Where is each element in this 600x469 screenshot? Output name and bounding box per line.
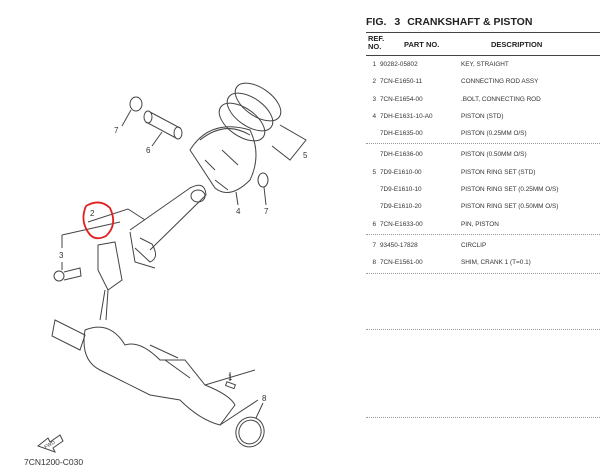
callout-4: 4: [236, 207, 241, 216]
callout-7-right: 7: [264, 207, 269, 216]
table-row: 4 7DH-E1631-10-A0 PISTON (STD): [366, 108, 600, 125]
shim-part: [235, 416, 265, 448]
connecting-rod-part: [61, 184, 207, 269]
part-no-cell: 7CN-E1561-00: [380, 259, 423, 267]
part-no-cell: 90282-05802: [380, 61, 418, 68]
ref-no-cell: 1: [372, 61, 376, 68]
description-cell: PISTON (0.50MM O/S): [461, 151, 527, 159]
parts-list: FIG. 3 CRANKSHAFT & PISTON REF. NO. PART …: [366, 12, 600, 420]
ref-no-cell: 3: [372, 95, 376, 103]
description-cell: .BOLT, CONNECTING ROD: [461, 95, 541, 103]
callout-3: 3: [59, 251, 64, 260]
row-divider: [366, 272, 600, 274]
bolt-part: [53, 262, 82, 282]
row-divider: [366, 416, 600, 418]
ref-no-cell: 7: [372, 241, 376, 249]
part-no-cell: 7D9-E1610-20: [380, 203, 422, 211]
table-row: 6 7CN-E1633-00 PIN, PISTON: [366, 216, 600, 233]
description-cell: CONNECTING ROD ASSY: [461, 78, 539, 86]
table-row: 2 7CN-E1650-11 CONNECTING ROD ASSY: [366, 73, 600, 90]
callout-2: 2: [90, 209, 95, 218]
part-no-header: PART NO.: [404, 40, 440, 49]
callout-8: 8: [262, 394, 267, 403]
callout-6: 6: [146, 146, 151, 155]
key-part: [224, 381, 237, 390]
fwd-label: FWD: [44, 439, 57, 450]
part-no-cell: 7DH-E1636-00: [380, 151, 423, 159]
table-row: 7 93450-17828 CIRCLIP: [366, 237, 600, 254]
ref-no-header: REF. NO.: [368, 34, 385, 51]
exploded-parts-diagram: 7 6 5 4 7 2 3 1 8 FWD 7CN1200-C030: [24, 82, 308, 467]
part-no-cell: 93450-17828: [380, 241, 418, 249]
description-cell: PISTON RING SET (STD): [461, 168, 536, 176]
part-no-cell: 7DH-E1635-00: [380, 130, 423, 138]
table-row: 7D9-E1610-10 PISTON RING SET (0.25MM O/S): [366, 181, 600, 198]
row-divider: [366, 233, 600, 235]
callout-7-top: 7: [114, 126, 119, 135]
ref-no-cell: 8: [372, 259, 376, 267]
description-cell: PISTON (0.25MM O/S): [461, 130, 527, 138]
figure-label: FIG.: [366, 16, 387, 28]
piston-rings-part: [218, 82, 307, 161]
part-no-cell: 7D9-E1610-00: [380, 168, 422, 176]
crankshaft-part: [51, 319, 259, 426]
description-header: DESCRIPTION: [491, 40, 543, 49]
description-cell: KEY, STRAIGHT: [461, 61, 509, 68]
table-row: 7DH-E1636-00 PISTON (0.50MM O/S): [366, 146, 600, 163]
part-no-cell: 7CN-E1654-00: [380, 95, 423, 103]
ref-no-cell: 5: [372, 168, 376, 176]
circlip-part: [257, 172, 269, 188]
description-cell: PISTON RING SET (0.50MM O/S): [461, 203, 559, 211]
fwd-arrow-icon: [36, 434, 64, 453]
callout-1: 1: [228, 373, 233, 382]
piston-pin-part: [143, 110, 183, 147]
circlip-part: [129, 96, 143, 112]
table-row: 5 7D9-E1610-00 PISTON RING SET (STD): [366, 164, 600, 181]
ref-no-cell: 2: [372, 78, 376, 86]
table-row: 7D9-E1610-20 PISTON RING SET (0.50MM O/S): [366, 198, 600, 215]
description-cell: CIRCLIP: [461, 241, 487, 249]
figure-number: 3: [394, 16, 401, 28]
drawing-code: 7CN1200-C030: [24, 457, 83, 467]
description-cell: SHIM, CRANK 1 (T=0.1): [461, 259, 531, 267]
figure-name: CRANKSHAFT & PISTON: [407, 16, 533, 28]
ref-no-cell: 4: [372, 112, 376, 120]
row-divider: [366, 328, 600, 330]
part-no-cell: 7DH-E1631-10-A0: [380, 112, 433, 120]
table-row: 7DH-E1635-00 PISTON (0.25MM O/S): [366, 125, 600, 142]
row-divider: [366, 143, 600, 145]
description-cell: PISTON (STD): [461, 112, 504, 120]
description-cell: PIN, PISTON: [461, 220, 499, 228]
table-header: REF. NO. PART NO. DESCRIPTION: [366, 32, 600, 56]
table-row: 8 7CN-E1561-00 SHIM, CRANK 1 (T=0.1): [366, 254, 600, 271]
part-no-cell: 7CN-E1633-00: [380, 220, 423, 228]
table-row: 3 7CN-E1654-00 .BOLT, CONNECTING ROD: [366, 91, 600, 108]
figure-title: FIG. 3 CRANKSHAFT & PISTON: [366, 12, 600, 32]
part-no-cell: 7D9-E1610-10: [380, 186, 422, 194]
part-no-cell: 7CN-E1650-11: [380, 78, 423, 86]
table-row: 1 90282-05802 KEY, STRAIGHT: [366, 56, 600, 73]
piston-part: [189, 126, 257, 206]
highlight-circle: [82, 201, 115, 240]
ref-no-cell: 6: [372, 220, 376, 228]
description-cell: PISTON RING SET (0.25MM O/S): [461, 186, 559, 194]
rod-cap-part: [97, 241, 123, 321]
callout-5: 5: [303, 151, 308, 160]
